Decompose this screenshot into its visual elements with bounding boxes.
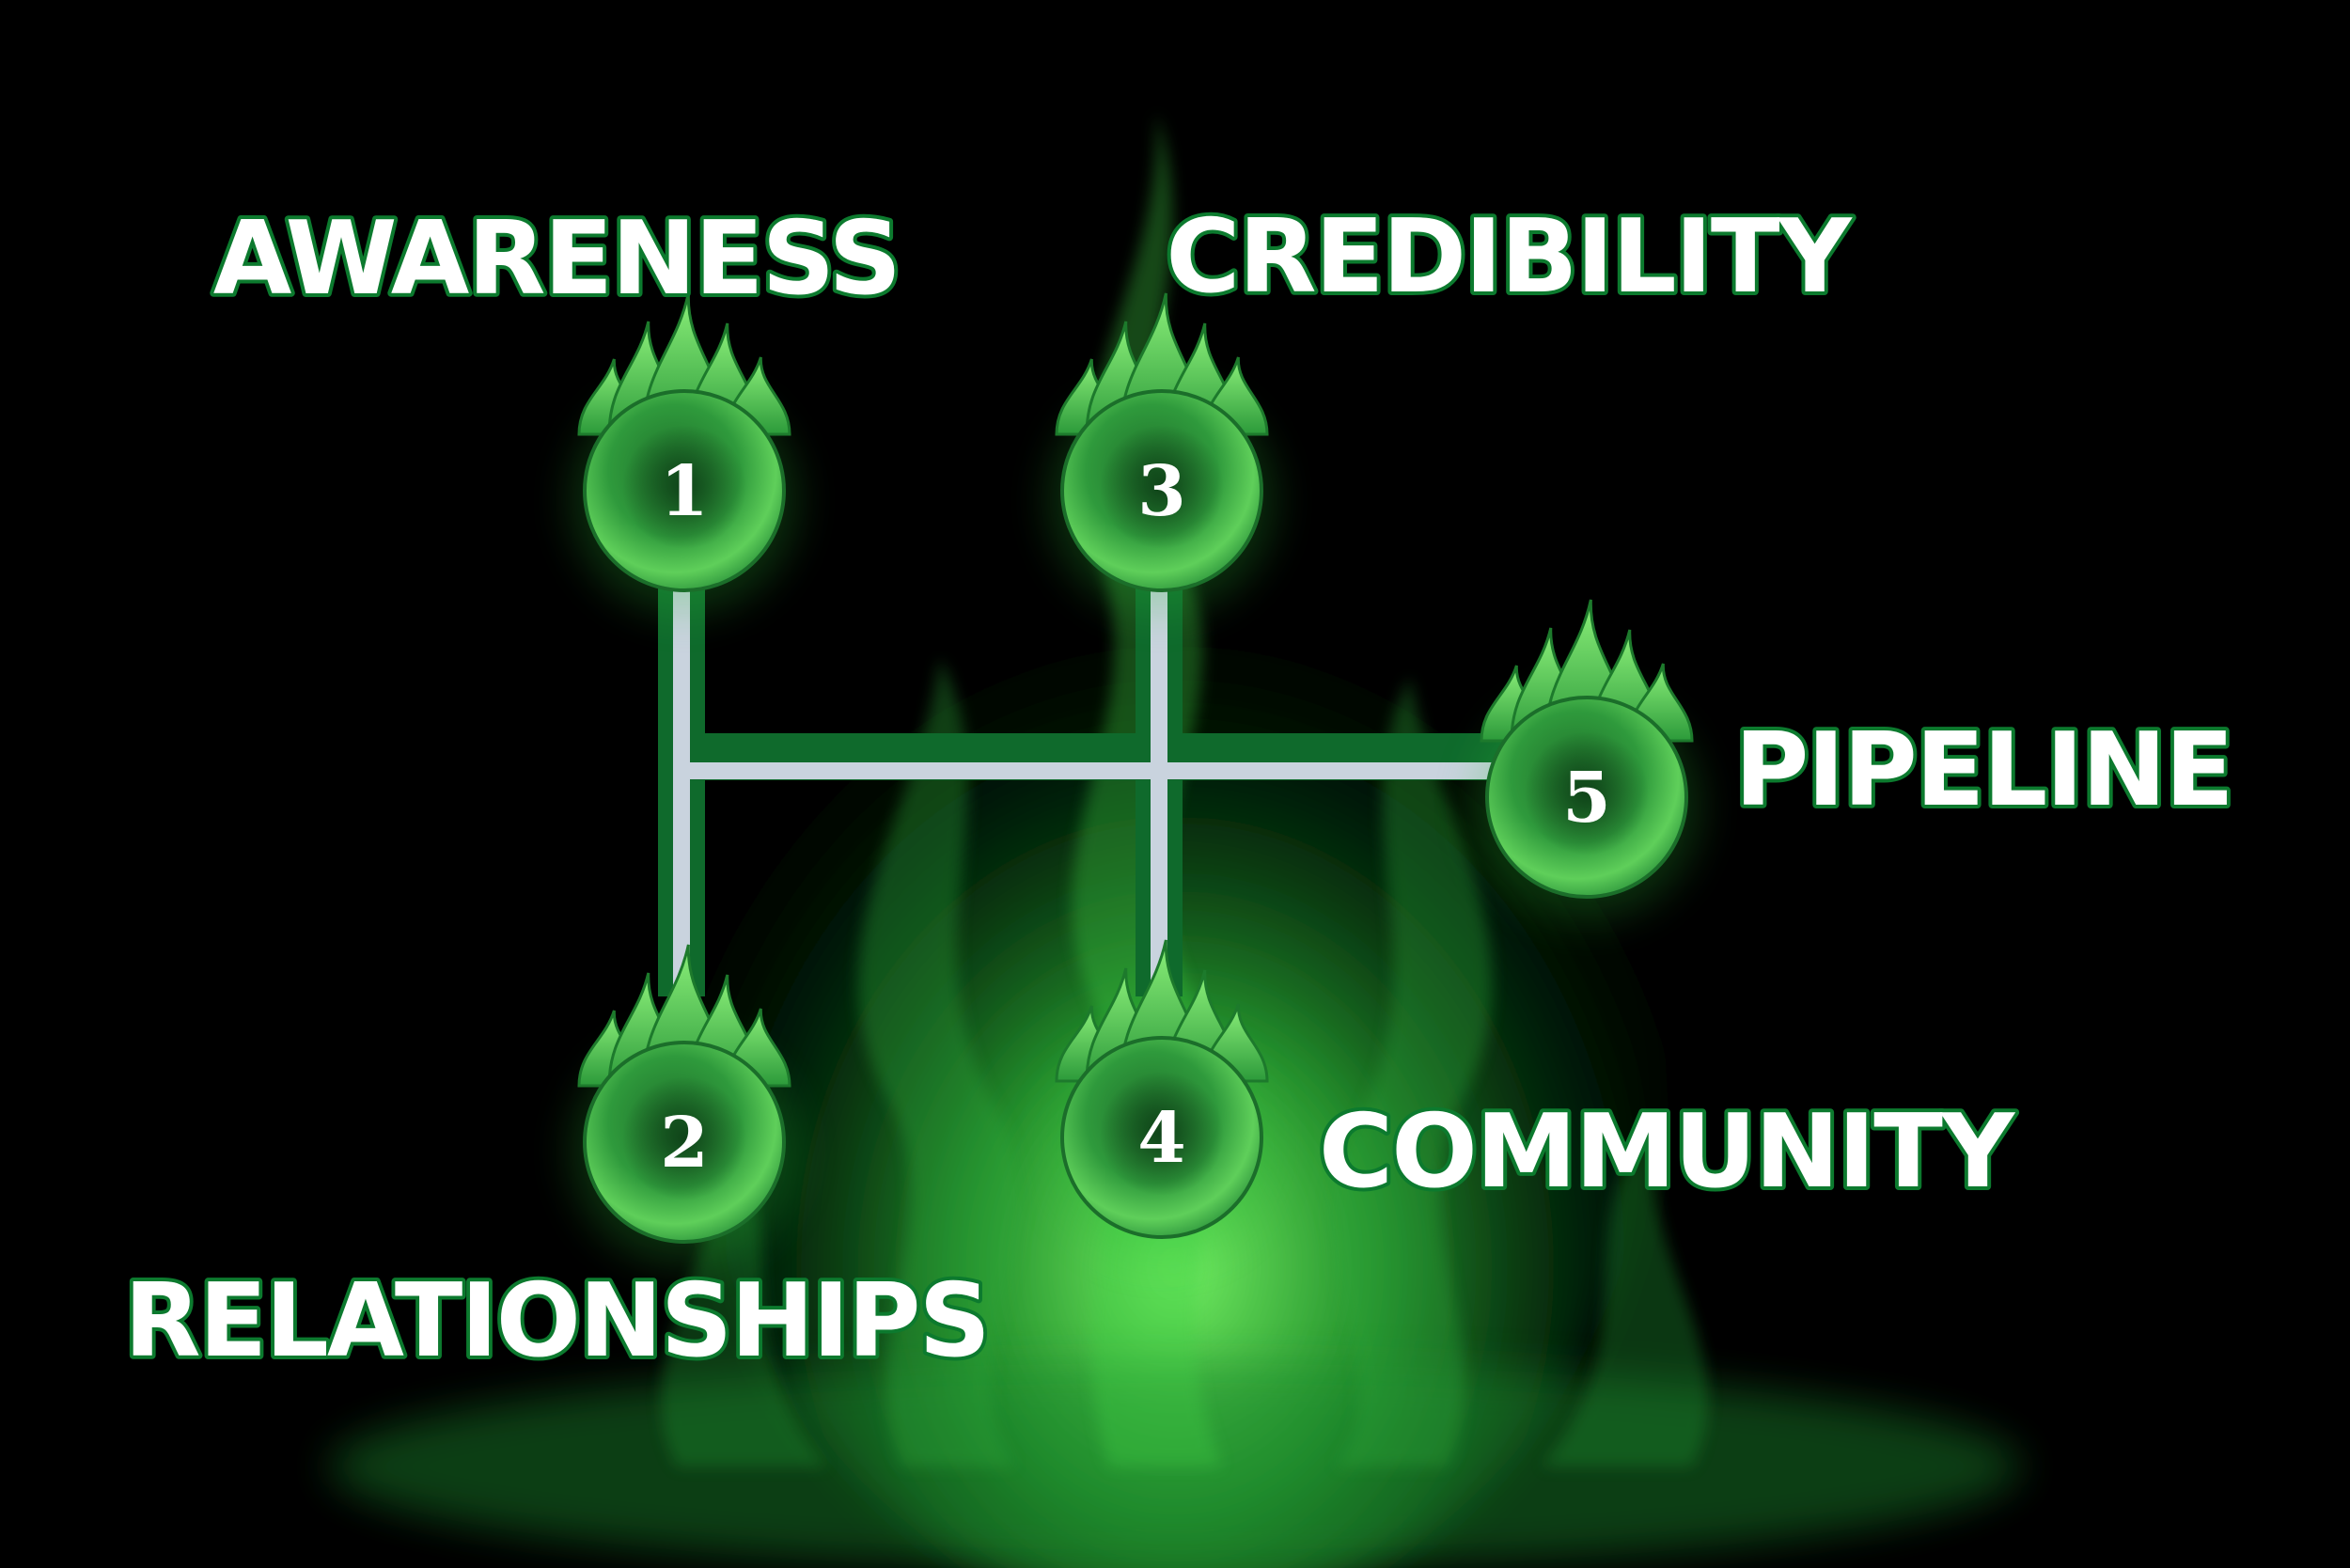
- track-right-vertical: [1151, 590, 1167, 985]
- gear-number: 4: [1137, 1098, 1186, 1179]
- gear-number: 2: [660, 1103, 709, 1184]
- shift-track: [658, 583, 1504, 996]
- gear-number: 3: [1137, 451, 1186, 532]
- track-left-vertical: [673, 590, 690, 985]
- gear-knob-5: 5: [1474, 599, 1700, 919]
- gear-label-awareness: AWARENESS: [213, 200, 900, 318]
- gear-knob-4: 4: [1049, 939, 1275, 1260]
- gear-knob-1: 1: [572, 292, 797, 613]
- knob-core: [1100, 425, 1224, 549]
- knob-core: [1525, 731, 1649, 855]
- gear-knob-3: 3: [1049, 292, 1275, 613]
- knob-core: [622, 1076, 746, 1200]
- gear-number: 5: [1562, 758, 1611, 839]
- gear-label-credibility: CREDIBILITY: [1166, 198, 1853, 316]
- gear-knobs: 1 2 3 4 5: [572, 292, 1700, 1264]
- gear-label-pipeline: PIPELINE: [1734, 712, 2232, 829]
- track-horizontal: [673, 762, 1500, 779]
- gear-label-community: COMMUNITY: [1319, 1093, 2016, 1211]
- gear-labels: AWARENESS RELATIONSHIPS CREDIBILITY COMMUNI…: [120, 195, 2238, 1384]
- knob-core: [1100, 1072, 1224, 1196]
- knob-core: [622, 425, 746, 549]
- gear-label-relationships: RELATIONSHIPS: [124, 1262, 989, 1380]
- gear-knob-2: 2: [572, 944, 797, 1264]
- gear-number: 1: [660, 451, 709, 532]
